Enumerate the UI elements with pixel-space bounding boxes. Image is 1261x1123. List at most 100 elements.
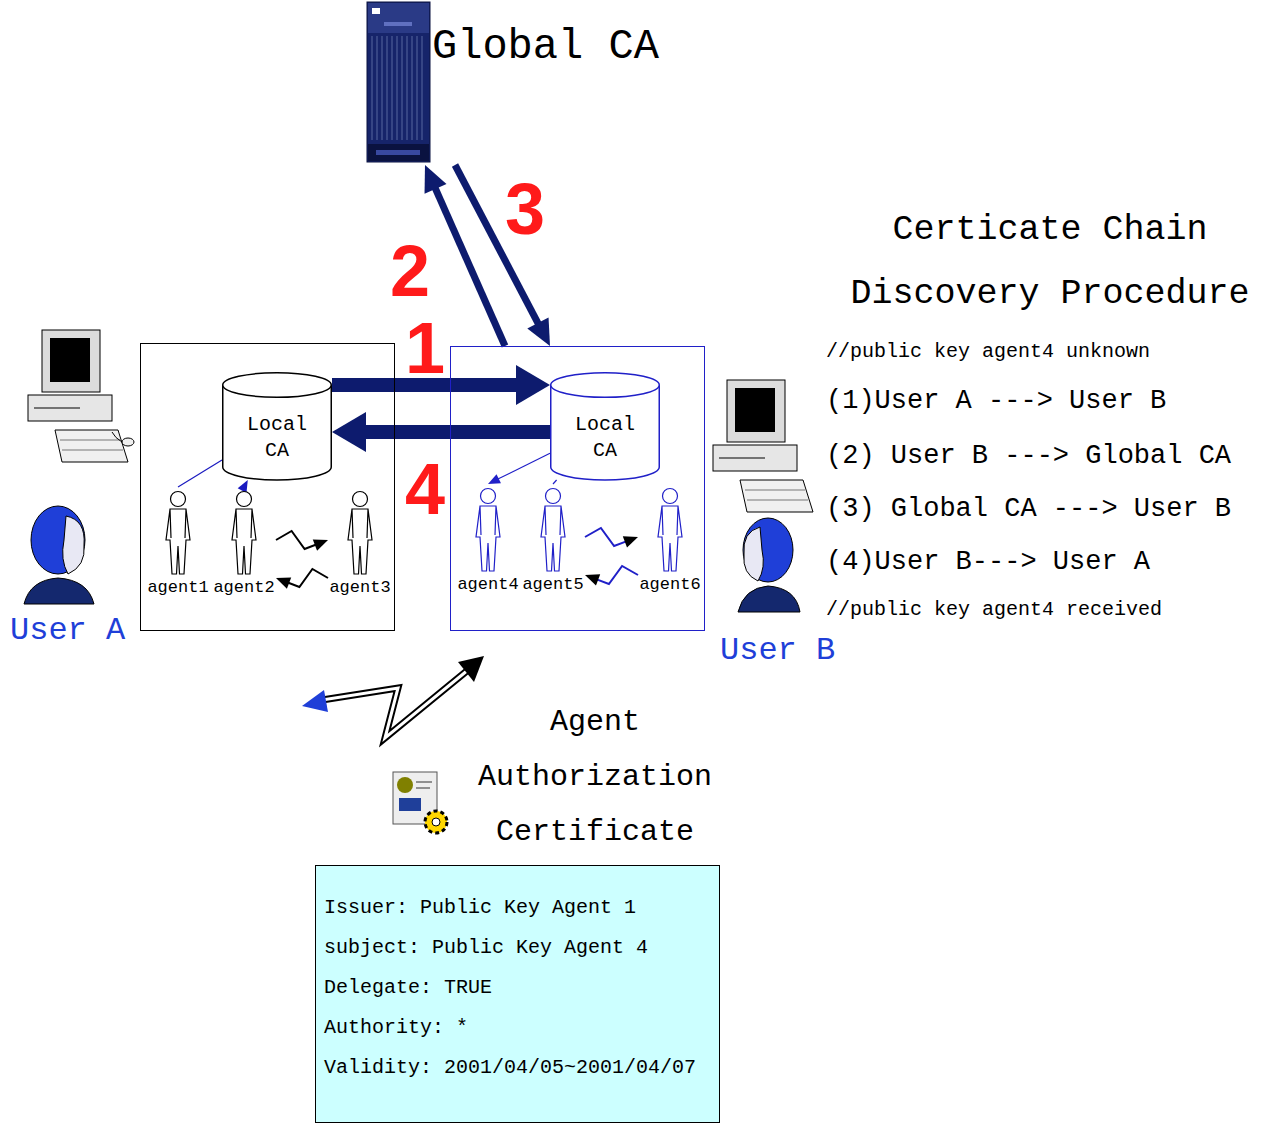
node-title: Global CA xyxy=(432,22,659,72)
cylinder-top xyxy=(551,373,660,398)
computer-icon xyxy=(28,330,134,462)
agent-label: agent2 xyxy=(212,578,276,598)
agent-label: agent5 xyxy=(521,575,585,595)
connector xyxy=(238,480,248,493)
connector xyxy=(553,480,557,484)
certificate-field: Issuer: Public Key Agent 1 xyxy=(324,888,636,928)
figure-head xyxy=(237,492,252,507)
ca-cylinder: Local CA xyxy=(222,372,332,480)
stick-figure xyxy=(165,490,191,576)
arrow-head xyxy=(488,474,501,484)
connector-line xyxy=(497,453,550,479)
comment-line: //public key agent4 unknown xyxy=(826,340,1150,364)
user-label: User A xyxy=(10,612,125,650)
computer-icon xyxy=(713,380,813,512)
agent-label: agent6 xyxy=(638,575,702,595)
connector xyxy=(585,528,638,548)
connector xyxy=(332,412,550,452)
stick-figure xyxy=(657,487,683,573)
figure-body xyxy=(166,509,190,574)
ca-cylinder: Local CA xyxy=(550,372,660,480)
connector-line xyxy=(276,531,316,549)
stick-figure xyxy=(475,487,501,573)
figure-body xyxy=(476,506,500,571)
connector-line xyxy=(597,566,638,584)
connector-line xyxy=(178,460,222,487)
agent-figure: agent3 xyxy=(328,490,392,602)
certificate-box: Issuer: Public Key Agent 1subject: Publi… xyxy=(315,865,720,1123)
arrow-head xyxy=(276,577,291,588)
connector-line xyxy=(435,187,505,346)
person-icon xyxy=(24,506,94,604)
connector-line xyxy=(553,480,557,484)
agent-figure: agent1 xyxy=(146,490,210,602)
ca-label: Local CA xyxy=(569,372,641,464)
procedure-step: (4)User B---> User A xyxy=(826,546,1150,578)
certificate-row: Authority: * xyxy=(324,1008,707,1048)
certificate-heading: Agent Authorization Certificate xyxy=(470,695,720,860)
arrow-head xyxy=(623,536,638,547)
figure-body xyxy=(658,506,682,571)
connector xyxy=(276,569,328,589)
transfer-arrow xyxy=(302,656,484,738)
certificate-row: subject: Public Key Agent 4 xyxy=(324,928,707,968)
figure-body xyxy=(232,509,256,574)
callout-number: 3 xyxy=(505,166,545,252)
arrow-head xyxy=(332,412,366,452)
procedure-step: (2) User B ---> Global CA xyxy=(826,440,1231,472)
figure-head xyxy=(663,489,678,504)
certificate-row: Validity: 2001/04/05~2001/04/07 xyxy=(324,1048,707,1088)
agent-figure: agent5 xyxy=(521,487,585,599)
connector xyxy=(178,460,222,487)
figure-body xyxy=(541,506,565,571)
comment-line: //public key agent4 received xyxy=(826,598,1162,622)
arrow-head xyxy=(313,539,328,550)
agent-figure: agent2 xyxy=(212,490,276,602)
connector-line xyxy=(288,569,328,587)
connector-line xyxy=(585,528,626,546)
server-icon xyxy=(367,2,430,162)
connector xyxy=(455,165,550,346)
certificate-row: Issuer: Public Key Agent 1 xyxy=(324,888,707,928)
agent-label: agent3 xyxy=(328,578,392,598)
figure-head xyxy=(353,492,368,507)
procedure-step: (3) Global CA ---> User B xyxy=(826,493,1231,525)
ca-label: Local CA xyxy=(241,372,313,464)
certificate-field: Delegate: TRUE xyxy=(324,968,492,1008)
callout-number: 2 xyxy=(390,228,430,314)
arrow-head xyxy=(527,317,550,346)
procedure-step: (1)User A ---> User B xyxy=(826,385,1166,417)
ca-server: Global CA xyxy=(365,0,685,165)
agent-figure: agent6 xyxy=(638,487,702,599)
figure-head xyxy=(481,489,496,504)
arrow-head xyxy=(516,365,550,405)
agent-label: agent4 xyxy=(456,575,520,595)
stick-figure xyxy=(231,490,257,576)
arrow-head xyxy=(585,574,600,585)
user-label: User B xyxy=(720,632,835,670)
connector-line xyxy=(365,425,551,439)
domain-box: User ALocal CAagent1agent2agent3 xyxy=(140,343,395,631)
figure-head xyxy=(171,492,186,507)
connector xyxy=(488,453,550,484)
certificate-field: Validity: 2001/04/05~2001/04/07 xyxy=(324,1048,696,1088)
figure-body xyxy=(348,509,372,574)
stick-figure xyxy=(540,487,566,573)
agent-figure: agent4 xyxy=(456,487,520,599)
certificate-field: Authority: * xyxy=(324,1008,468,1048)
connector xyxy=(276,531,328,551)
stick-figure xyxy=(347,490,373,576)
domain-box: User BLocal CAagent4agent5agent6 xyxy=(450,346,705,631)
agent-label: agent1 xyxy=(146,578,210,598)
procedure-title: Certicate Chain Discovery Procedure xyxy=(845,198,1255,326)
connector xyxy=(585,566,638,586)
arrow-head xyxy=(238,480,248,493)
person-icon xyxy=(738,518,800,612)
figure-head xyxy=(546,489,561,504)
certificate-icon xyxy=(393,772,447,833)
certificate-field: subject: Public Key Agent 4 xyxy=(324,928,648,968)
arrow-head xyxy=(425,165,447,194)
certificate-row: Delegate: TRUE xyxy=(324,968,707,1008)
callout-number: 1 xyxy=(405,305,445,391)
